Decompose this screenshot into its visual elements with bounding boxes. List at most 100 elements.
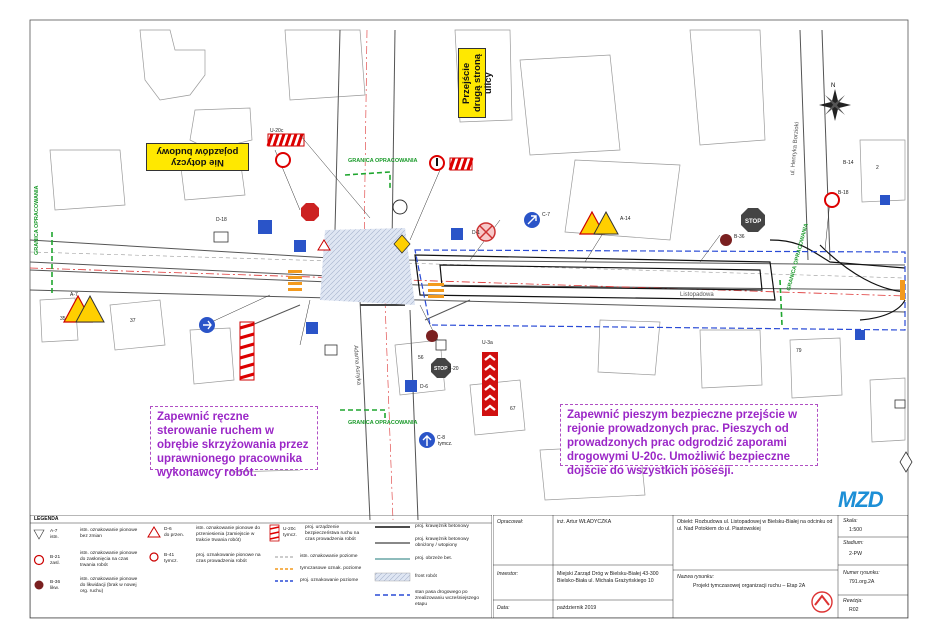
- house-number: 37: [130, 318, 136, 324]
- mzd-logo: MZD: [838, 487, 884, 512]
- author-label: Opracował:: [497, 519, 524, 525]
- buildings: [39, 29, 906, 501]
- legend-text: proj. urządzenie bezpieczeństwa ruchu na…: [305, 525, 360, 542]
- legend-text: front robót: [415, 574, 437, 579]
- sign-code-label: D-6: [420, 384, 429, 390]
- sign-code-label: tymcz.: [438, 441, 453, 447]
- legend-panel: LEGENDA A-7 istn. istn. oznakowanie pion…: [30, 515, 492, 618]
- sign-code-label: D-18: [216, 217, 227, 223]
- legend-text: proj. oznakowanie pionowe na czas prowad…: [196, 553, 261, 564]
- revision-label: Rewizja:: [843, 598, 863, 604]
- legend-text: proj. krawężnik betonowy: [415, 524, 469, 529]
- legend-code-sub: istn.: [50, 535, 59, 540]
- legend-title: LEGENDA: [34, 516, 59, 522]
- legend-code-sub: tymcz.: [164, 559, 178, 564]
- work-limit-label: GRANICA OPRACOWANIA: [348, 420, 418, 426]
- legend-code: U-20c: [283, 527, 296, 532]
- sign-code-label: B-18: [838, 190, 849, 196]
- stop-sign-icon: [301, 203, 319, 221]
- legend-text: stan pasa drogowego po zrealizowaniu wcz…: [415, 590, 479, 607]
- project-object: Obiekt: Rozbudowa ul. Listopadowej w Bie…: [677, 519, 833, 532]
- legend-text: istn. oznakowanie pionowe do przeniesien…: [196, 526, 261, 543]
- barriers-u20c: [239, 133, 474, 381]
- author-value: inż. Artur WŁADYCZKA: [557, 519, 612, 525]
- sign-code-label: C-7: [542, 212, 551, 218]
- legend-code: B-41: [164, 553, 175, 558]
- work-limit-label: GRANICA OPRACOWANIA: [34, 185, 40, 255]
- sign-code-label: D-1: [472, 230, 481, 236]
- stage-label: Stadium:: [843, 540, 864, 546]
- sign-code-label: B-20: [448, 366, 459, 372]
- legend-code-sub: likw.: [50, 586, 60, 591]
- proposed-curbs: [414, 239, 906, 321]
- sign-code-label: B-14: [843, 160, 854, 166]
- svg-text:STOP: STOP: [434, 366, 448, 372]
- legend-code: B-21: [50, 555, 61, 560]
- street-label-main: Listopadowa: [680, 292, 714, 298]
- date-label: Data:: [497, 605, 510, 611]
- investor-value: Miejski Zarząd Dróg w Bielsku-Białej 43-…: [557, 571, 659, 584]
- investor-label: Inwestor:: [497, 571, 519, 577]
- manual-traffic-control-note: Zapewnić ręczne sterowanie ruchem w obrę…: [150, 406, 318, 479]
- legend-code: A-7: [50, 529, 58, 534]
- road-axis: [29, 267, 906, 297]
- legend-code-sub: tymcz.: [283, 533, 297, 538]
- work-limit-label: GRANICA OPRACOWANIA: [348, 158, 418, 164]
- scale-value: 1:500: [849, 527, 862, 533]
- house-number: 35: [60, 316, 66, 322]
- drawing-number-value: 791.org.2A: [849, 579, 875, 585]
- leader-lines: [204, 134, 831, 346]
- previous-stage-boundary: [414, 249, 906, 331]
- date-value: październik 2019: [557, 605, 597, 611]
- sign-code-label: A-14: [620, 216, 631, 222]
- legend-code-sub: zasl.: [50, 561, 60, 566]
- legend-text: proj. oznakowanie poziome: [300, 578, 359, 583]
- legend-frame: [30, 515, 492, 618]
- house-number: 79: [796, 348, 802, 354]
- mandatory-sign-icon: [199, 199, 540, 448]
- legend-text: tymczasowe oznak. poziome: [300, 566, 362, 571]
- works-front-area: [320, 228, 415, 305]
- sign-code-label: C-8: [437, 435, 446, 441]
- pedestrian-safety-note: Zapewnić pieszym bezpieczne przejście w …: [560, 404, 818, 477]
- north-arrow-icon: N: [819, 83, 851, 121]
- stop-sign-icon: STOP: [431, 358, 451, 378]
- work-limit-lines: [51, 171, 783, 420]
- sign-code-label: B-36: [734, 234, 745, 240]
- title-block: Opracował: inż. Artur WŁADYCZKA Inwestor…: [493, 515, 908, 618]
- legend-code-sub: do przen.: [164, 533, 185, 538]
- revision-value: R02: [849, 607, 859, 613]
- svg-text:STOP: STOP: [745, 219, 761, 225]
- u3a-chevron-panel: [482, 352, 498, 416]
- legend-text: istn. oznakowanie pionowe do zasłonięcia…: [80, 551, 138, 568]
- detour-notice-sign: Nie dotyczy pojazdów budowy: [146, 143, 249, 171]
- legend-text: istn. oznakowanie pionowe bez zmian: [80, 528, 138, 539]
- stop-sign-icon: STOP: [741, 208, 765, 232]
- info-sign-icon: [213, 231, 906, 409]
- sign-code-label: U-3a: [482, 340, 493, 346]
- designer-logo-icon: [811, 591, 833, 613]
- legend-text: proj. krawężnik betonowy obniżony / wtop…: [415, 537, 469, 548]
- warning-sign-icon: [62, 210, 913, 473]
- drawing-name-label: Nazwa rysunku:: [677, 574, 714, 580]
- drawing-name-value: Projekt tymczasowej organizacji ruchu – …: [693, 583, 806, 589]
- scale-label: Skala:: [843, 518, 858, 524]
- legend-text: istn. oznakowanie poziome: [300, 554, 358, 559]
- pedestrian-crossing-notice-sign: Przejście drugą stroną ulicy: [458, 48, 494, 118]
- legend-code: D-6: [164, 527, 172, 532]
- legend-code: B-36: [50, 580, 61, 585]
- house-number: 67: [510, 406, 516, 412]
- sign-code-label: U-20c: [270, 128, 284, 134]
- house-number: 2: [876, 165, 879, 171]
- legend-text: istn. oznakowanie pionowe do likwidacji …: [80, 577, 138, 594]
- prohibition-sign-icon: [275, 152, 840, 342]
- title-block-frame: [493, 515, 908, 618]
- house-number: 56: [418, 355, 424, 361]
- stage-value: 2-PW: [849, 551, 862, 557]
- svg-text:N: N: [831, 83, 835, 89]
- info-sign-icon: [258, 195, 890, 392]
- temporary-crossings: [288, 270, 905, 300]
- drawing-number-label: Numer rysunku:: [843, 570, 880, 576]
